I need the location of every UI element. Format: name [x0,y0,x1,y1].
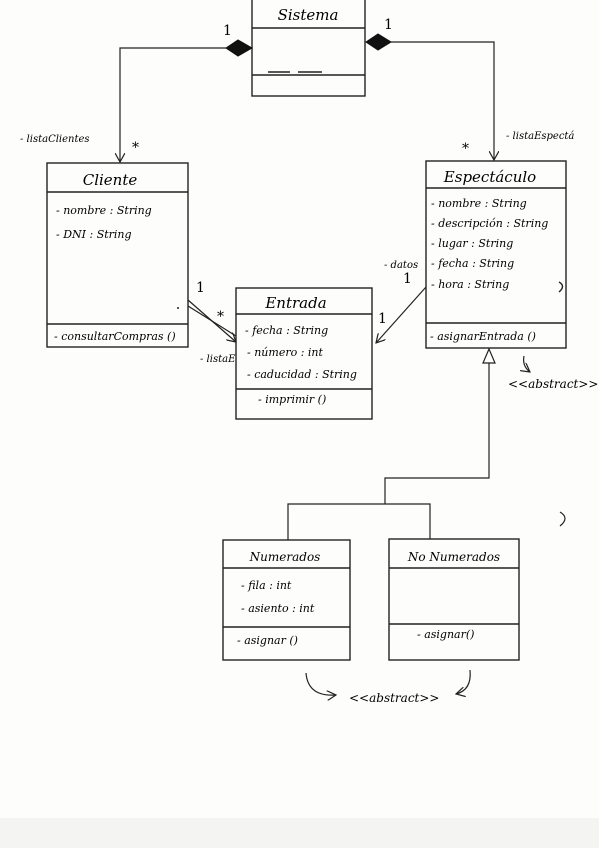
class-no-numerados: No Numerados - asignar() [388,538,520,661]
stereotype-numerados-arrow [305,672,336,695]
mult-sistema-espectaculo-target: * [462,141,469,157]
class-cliente-method-1: - consultarCompras () [54,330,176,343]
class-espectaculo-attr-3: - lugar : String [431,237,513,250]
association-espectaculo-entrada: 1 1 - datos [376,260,427,343]
class-numerados-attr-2: - asiento : int [241,602,315,615]
mult-sistema-cliente-source: 1 [223,23,232,39]
composition-diamond-cliente [225,39,254,57]
class-entrada-box [235,287,373,420]
generalization-espectaculo [287,347,496,540]
mult-sistema-espectaculo-source: 1 [384,17,393,33]
class-espectaculo-name: Espectáculo [443,168,536,186]
class-entrada-name: Entrada [264,294,326,312]
class-espectaculo-margin-hole [558,281,564,293]
stereotype-subclasses: <<abstract>> [305,669,471,705]
class-numerados-name: Numerados [249,550,321,564]
class-no-numerados-box [388,538,520,661]
association-sistema-espectaculo-line [391,41,494,160]
class-numerados: Numerados - fila : int - asiento : int -… [222,539,351,661]
generalization-trunk [384,363,490,504]
role-lista-clientes: - listaClientes [20,134,90,145]
association-cliente-entrada-line-2 [187,305,237,337]
class-espectaculo-attr-5: - hora : String [431,278,509,291]
stereotype-espectaculo-arrow [524,355,530,372]
class-cliente-name: Cliente [83,171,138,189]
association-espectaculo-entrada-line [376,286,427,343]
composition-diamond-espectaculo [365,33,392,51]
role-lista-entradas: - listaE [200,354,236,365]
stereotype-espectaculo: <<abstract>> [508,355,598,391]
class-entrada: Entrada - fecha : String - número : int … [235,287,373,420]
role-lista-espectaculos: - listaEspectá [506,131,574,142]
class-numerados-box [222,539,351,661]
class-sistema-box [251,0,366,97]
association-sistema-espectaculo: 1 * - listaEspectá [365,17,574,160]
class-cliente-attr-2: - DNI : String [56,228,132,241]
mult-espectaculo-entrada-target: 1 [378,311,387,327]
class-espectaculo-attr-4: - fecha : String [431,257,514,270]
class-sistema: Sistema [251,0,366,97]
class-espectaculo-attr-2: - descripción : String [431,217,548,230]
role-datos: - datos [384,260,418,271]
mult-espectaculo-entrada-source: 1 [403,271,412,287]
stereotype-no-numerados-arrow [456,669,471,694]
page-hole-mark [559,511,566,527]
class-espectaculo: Espectáculo - nombre : String - descripc… [425,160,567,349]
class-espectaculo-box [425,160,567,349]
class-no-numerados-method-1: - asignar() [417,628,474,641]
class-cliente-dot [177,307,179,309]
class-cliente: Cliente - nombre : String - DNI : String… [46,162,189,348]
class-numerados-attr-1: - fila : int [241,579,292,592]
mult-cliente-entrada-source: 1 [196,280,205,296]
generalization-triangle [482,347,496,364]
class-espectaculo-method-1: - asignarEntrada () [430,330,536,343]
class-espectaculo-attr-1: - nombre : String [431,197,527,210]
class-numerados-method-1: - asignar () [237,634,298,647]
class-cliente-box [46,162,189,348]
class-no-numerados-name: No Numerados [407,550,500,564]
scan-edge-band [0,818,599,848]
association-sistema-cliente-line [120,47,226,162]
association-cliente-entrada: 1 * - listaE [187,280,237,365]
class-entrada-method-1: - imprimir () [258,393,326,406]
class-entrada-attr-2: - número : int [247,346,324,359]
stereotype-subclasses-label: <<abstract>> [349,691,439,705]
class-cliente-attr-1: - nombre : String [56,204,152,217]
generalization-branches [287,503,431,540]
stereotype-espectaculo-label: <<abstract>> [508,377,598,391]
class-entrada-attr-1: - fecha : String [245,324,328,337]
class-sistema-name: Sistema [278,6,339,24]
mult-cliente-entrada-target: * [217,309,224,325]
mult-sistema-cliente-target: * [132,140,139,156]
class-entrada-attr-3: - caducidad : String [247,368,357,381]
association-sistema-cliente: 1 * - listaClientes [20,23,254,162]
